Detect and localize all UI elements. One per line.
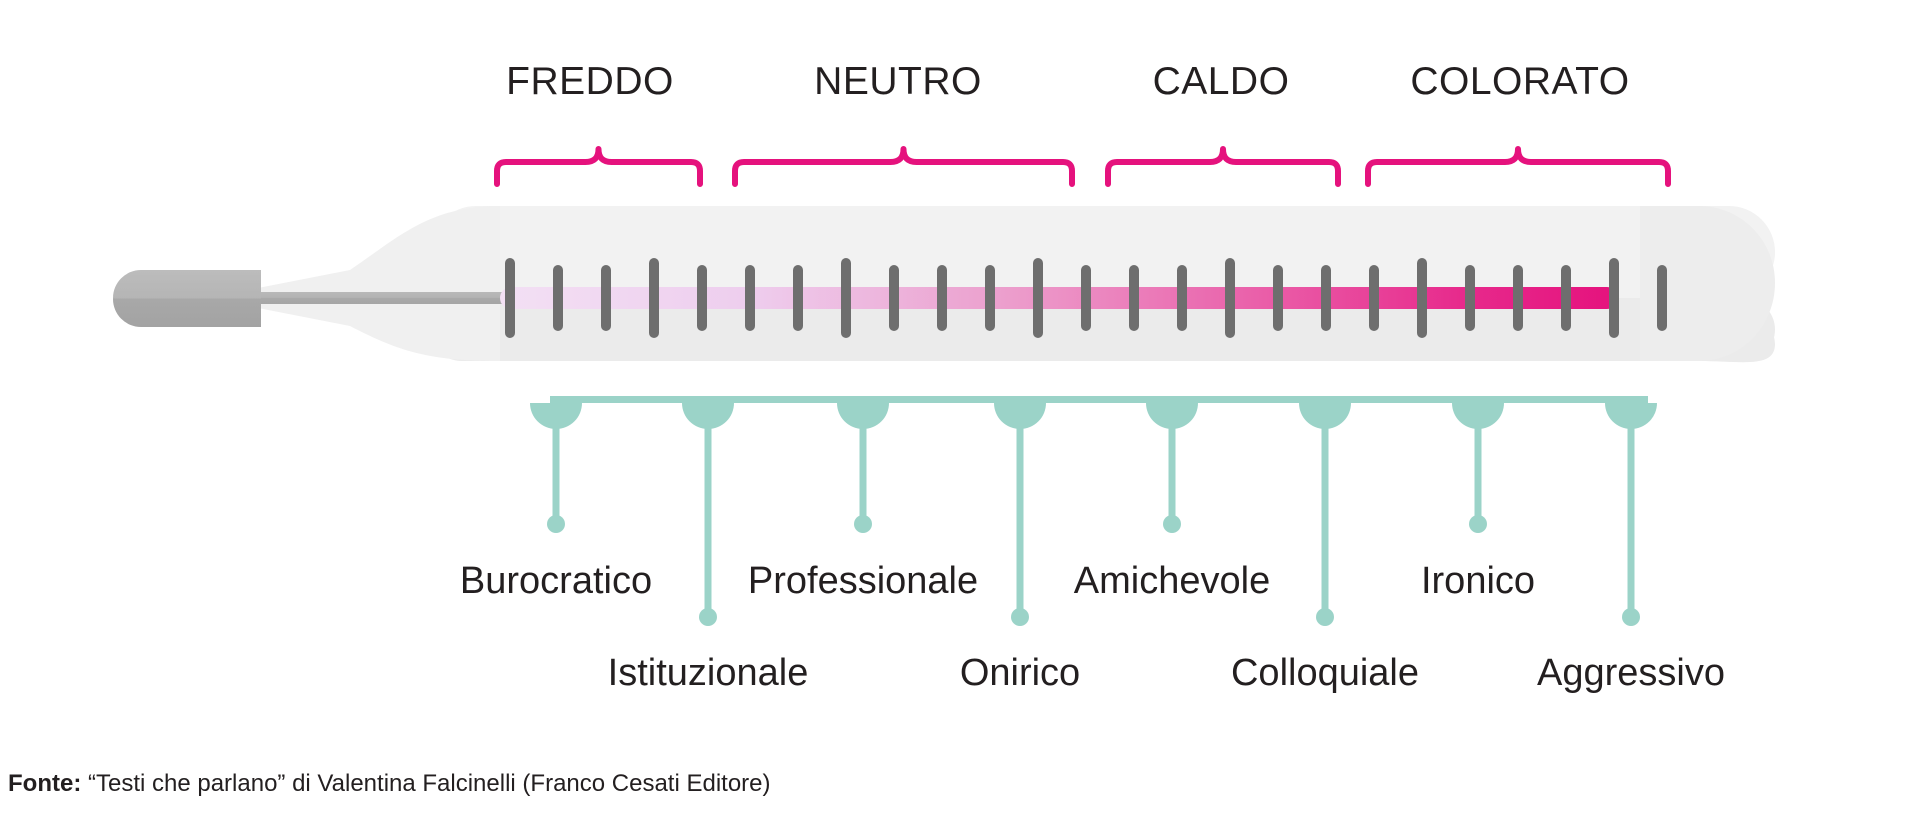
connector-end-dot (1011, 608, 1029, 626)
mercury-column (500, 287, 1618, 309)
connector-end-dot (699, 608, 717, 626)
connector-end-dot (547, 515, 565, 533)
tick-mark-short (1465, 265, 1475, 331)
bracket-freddo (494, 146, 703, 187)
tick-mark-long (649, 258, 659, 338)
connector-end-dot (1316, 608, 1334, 626)
tick-mark-long (1225, 258, 1235, 338)
tone-connectors (530, 396, 1657, 626)
tick-mark-short (1657, 265, 1667, 331)
tone-label-colloquiale: Colloquiale (1230, 652, 1420, 694)
connector-stem (1321, 396, 1329, 617)
connector-stem (1627, 396, 1635, 617)
thermometer-right-cap (1640, 206, 1775, 361)
tick-mark-short (1081, 265, 1091, 331)
tone-label-ironico: Ironico (1420, 560, 1536, 602)
thermometer-body (113, 206, 1775, 363)
tick-mark-short (1129, 265, 1139, 331)
bracket-colorato (1365, 146, 1671, 187)
connector-stem (1168, 396, 1176, 524)
tick-mark-short (793, 265, 803, 331)
category-label-caldo: CALDO (1152, 60, 1290, 103)
tick-mark-short (1273, 265, 1283, 331)
connector-stem (1016, 396, 1024, 617)
tick-mark-long (1417, 258, 1427, 338)
mercury-fill (500, 287, 1618, 309)
source-lead: Fonte: (8, 770, 82, 797)
thermometer-stem (250, 292, 520, 304)
category-label-freddo: FREDDO (506, 60, 674, 103)
tick-mark-short (1321, 265, 1331, 331)
connector-stem (704, 396, 712, 617)
category-label-colorato: COLORATO (1410, 60, 1630, 103)
connector-stem (552, 396, 560, 524)
tone-label-amichevole: Amichevole (1073, 560, 1271, 602)
tick-mark-long (1609, 258, 1619, 338)
tick-mark-short (553, 265, 563, 331)
connector-stem (859, 396, 867, 524)
tick-mark-short (889, 265, 899, 331)
tick-mark-long (505, 258, 515, 338)
source-text: “Testi che parlano” di Valentina Falcine… (81, 770, 771, 797)
tick-mark-short (601, 265, 611, 331)
tick-mark-long (1033, 258, 1043, 338)
tick-mark-short (985, 265, 995, 331)
connector-rail (550, 396, 1648, 403)
thermometer-neck (258, 206, 500, 361)
connector-end-dot (1469, 515, 1487, 533)
tick-mark-short (745, 265, 755, 331)
tick-mark-short (1177, 265, 1187, 331)
connector-end-dot (1622, 608, 1640, 626)
scale-ticks (505, 258, 1667, 338)
tick-mark-short (1561, 265, 1571, 331)
tone-label-professionale: Professionale (747, 560, 979, 602)
tone-label-onirico: Onirico (959, 652, 1081, 694)
source-footer: Fonte: “Testi che parlano” di Valentina … (8, 770, 771, 798)
thermometer-body-bottom (430, 298, 1775, 361)
thermometer-bulb-joint (200, 270, 261, 327)
tick-mark-short (697, 265, 707, 331)
tick-mark-short (1369, 265, 1379, 331)
category-label-neutro: NEUTRO (814, 60, 982, 103)
bracket-caldo (1105, 146, 1341, 187)
tick-mark-short (1513, 265, 1523, 331)
connector-end-dot (1163, 515, 1181, 533)
thermometer-body-top (430, 206, 1775, 298)
tone-label-istituzionale: Istituzionale (607, 652, 809, 694)
connector-stem (1474, 396, 1482, 524)
category-brackets (494, 146, 1671, 187)
bracket-neutro (732, 146, 1075, 187)
tick-mark-long (841, 258, 851, 338)
tone-label-burocratico: Burocratico (459, 560, 653, 602)
tick-mark-short (937, 265, 947, 331)
tone-label-aggressivo: Aggressivo (1537, 652, 1725, 694)
connector-end-dot (854, 515, 872, 533)
